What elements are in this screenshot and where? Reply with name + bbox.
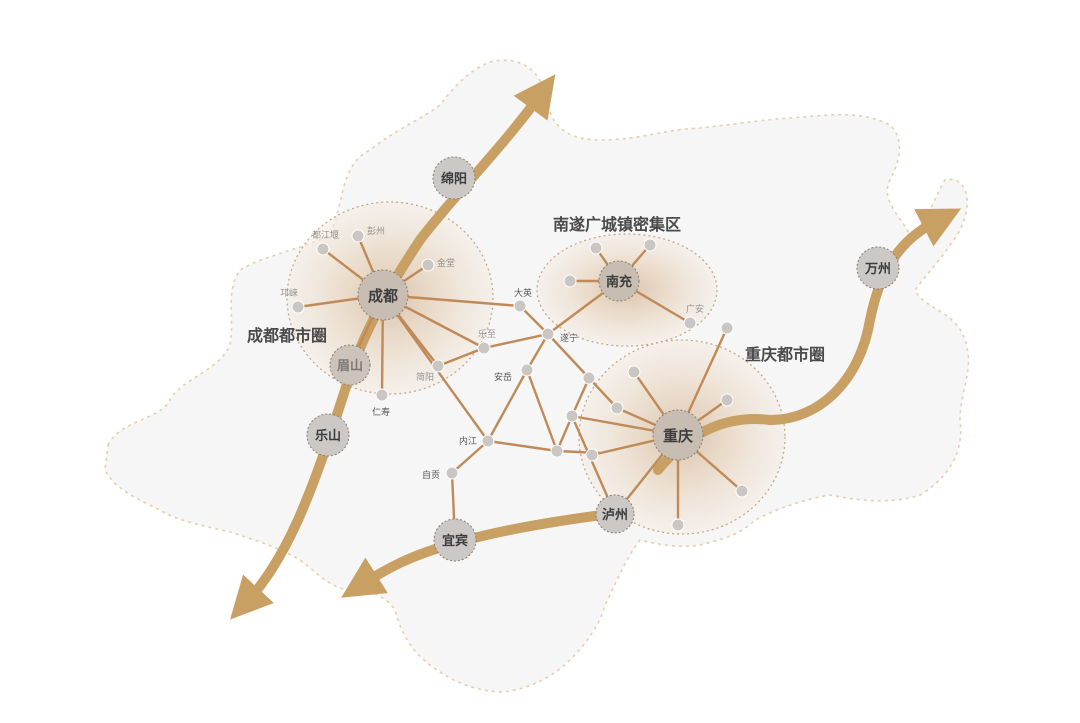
hub-label-leshan: 乐山 bbox=[315, 428, 341, 444]
hub-label-nanchong: 南充 bbox=[606, 274, 632, 290]
hub-label-chengdu: 成都 bbox=[368, 287, 398, 305]
town-label-lezhi: 乐至 bbox=[478, 328, 496, 340]
town-label-zigong: 自贡 bbox=[422, 469, 440, 481]
hub-label-chongqing: 重庆 bbox=[663, 427, 693, 445]
hub-circles bbox=[306, 156, 900, 562]
town-label-anyue: 安岳 bbox=[494, 371, 512, 383]
hub-label-meishan: 眉山 bbox=[337, 358, 363, 374]
town-label-jianyang: 简阳 bbox=[416, 371, 434, 383]
region-landmass bbox=[104, 59, 970, 693]
hub-label-wanzhou: 万州 bbox=[864, 262, 891, 277]
town-label-neijiang: 内江 bbox=[459, 435, 477, 447]
town-label-jintang: 金堂 bbox=[437, 257, 455, 269]
small-nodes bbox=[291, 229, 749, 532]
town-label-suining: 遂宁 bbox=[560, 332, 578, 344]
town-label-dujiangyan: 都江堰 bbox=[312, 230, 339, 241]
town-label-pengzhou: 彭州 bbox=[367, 225, 385, 237]
region-label-chengdu: 成都都市圈 bbox=[247, 326, 327, 345]
hub-label-luzhou: 泸州 bbox=[602, 507, 628, 523]
town-label-renshou: 仁寿 bbox=[372, 406, 390, 418]
region-label-chongqing: 重庆都市圈 bbox=[745, 345, 825, 364]
hub-label-mianyang: 绵阳 bbox=[441, 171, 467, 187]
town-label-daying: 大英 bbox=[514, 287, 532, 299]
town-label-guangan: 广安 bbox=[686, 303, 704, 315]
town-label-qionglai: 邛崃 bbox=[280, 287, 298, 299]
hub-label-yibin: 宜宾 bbox=[442, 533, 468, 549]
region-label-nansui: 南遂广城镇密集区 bbox=[553, 215, 681, 234]
